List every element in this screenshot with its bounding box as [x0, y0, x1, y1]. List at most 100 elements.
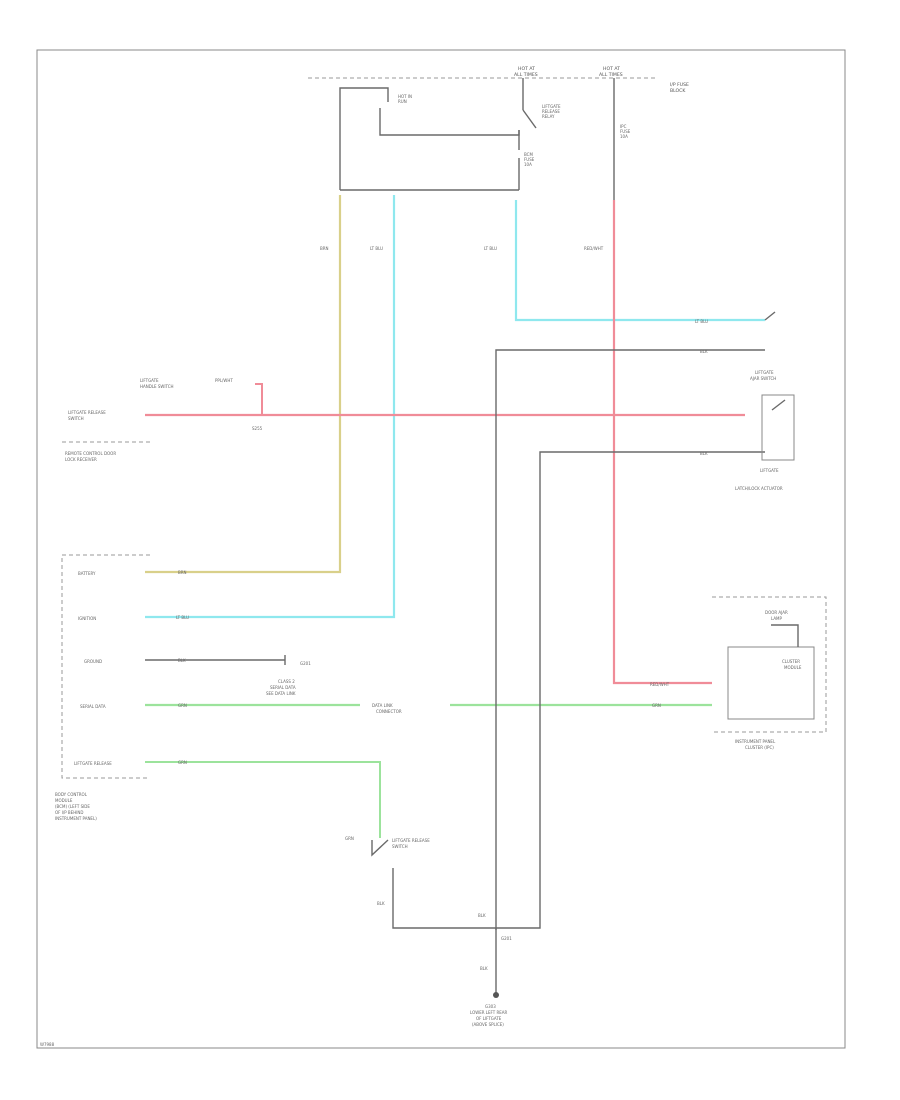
liftgate-actuator-box: [761, 394, 795, 461]
label-hot-3: HOT AT: [603, 66, 620, 72]
bcm-ground-g: G201: [300, 661, 311, 666]
ajar-switch-contact: [764, 311, 776, 321]
bcm-box-dashed: [61, 554, 150, 779]
bcm-label-2: MODULE: [55, 798, 73, 803]
bcm-wire-bat: BRN: [178, 570, 187, 575]
wire-label-blk-right: BLK: [700, 349, 708, 354]
rcdlr-label-2: LOCK RECEIVER: [65, 457, 97, 462]
hot-run-label-1: HOT IN: [398, 94, 412, 99]
fuse-b-label-3: 10A: [620, 134, 628, 139]
ground-wire-label: BLK: [480, 966, 488, 971]
liftgate-release-sw-label-1: LIFTGATE RELEASE: [68, 410, 106, 415]
bcm-pin-battery: BATTERY: [78, 571, 96, 576]
liftgate-ajar-label-1: LIFTGATE: [755, 370, 774, 375]
fuse-a-label-2: FUSE: [524, 157, 535, 162]
liftgate-lock-label-1: LIFTGATE: [760, 468, 779, 473]
wire-ltblu-ajar: [514, 200, 765, 322]
ground-label-1: G303: [485, 1004, 496, 1009]
fuse-b-label-1: IPC: [620, 124, 627, 129]
label-fuse-block-1: I/P FUSE: [670, 82, 689, 88]
relay-label-1: LIFTGATE: [542, 104, 561, 109]
bcm-pin-liftgate: LIFTGATE RELEASE: [74, 761, 112, 766]
wire-blk-release-sw: [392, 868, 496, 929]
serial-data-label-2: SERIAL DATA: [270, 685, 296, 690]
actuator-contact: [771, 399, 786, 411]
ipc-inner-1: CLUSTER: [782, 659, 800, 664]
wire-relay-coil: [379, 108, 520, 136]
wire-blk-handle: [495, 349, 765, 930]
liftgate-handle-label-2: HANDLE SWITCH: [140, 384, 174, 389]
redwht-ipc-label: RED/WHT: [650, 682, 670, 687]
wire-label-ltblu-1: LT BLU: [370, 246, 383, 251]
gnd-num-label: G201: [501, 936, 512, 941]
wire-label-brn: BRN: [320, 246, 329, 251]
wire-blk-actuator: [496, 451, 765, 929]
fuse-a-label-3: 10A: [524, 162, 532, 167]
label-hot-1: HOT AT: [518, 66, 535, 72]
diagram-frame: [36, 49, 846, 1049]
ground-symbol: [493, 992, 499, 998]
wire-redwht-ipc: [612, 200, 712, 685]
wire-label-ltblu-right: LT BLU: [695, 319, 708, 324]
wire-label-redwht: RED/WHT: [584, 246, 604, 251]
ground-label-2: LOWER LEFT REAR: [470, 1010, 508, 1015]
bcm-pin-ignition: IGNITION: [78, 616, 96, 621]
wire-grn-liftgate: [145, 761, 381, 838]
bcm-label-4: OF I/P BEHIND: [55, 810, 83, 815]
bcm-wire-gnd: BLK: [178, 658, 186, 663]
ipc-inner-2: MODULE: [784, 665, 802, 670]
wire-fuse-block-left: [339, 87, 389, 190]
bcm-pin-serial: SERIAL DATA: [80, 704, 106, 709]
fuse-b-label-2: FUSE: [620, 129, 631, 134]
relay-contact: [522, 109, 537, 129]
rcdlr-label-1: REMOTE CONTROL DOOR: [65, 451, 116, 456]
bcm-pin-ground: GROUND: [84, 659, 102, 664]
ipc-box-dashed: [712, 596, 827, 733]
release-switch-body: [371, 839, 389, 857]
bcm-wire-lift: GRN: [178, 760, 187, 765]
wire-label-ltblu-2: LT BLU: [484, 246, 497, 251]
ipc-label-1: INSTRUMENT PANEL: [735, 739, 776, 744]
fuse-a-label-1: BCM: [524, 152, 533, 157]
ground-label-3: OF LIFTGATE: [476, 1016, 502, 1021]
ground-wire-label-2: BLK: [478, 913, 486, 918]
wire-ltblu-ignition: [145, 195, 396, 619]
liftgate-ajar-label-2: AJAR SWITCH: [750, 376, 776, 381]
bcm-wire-ign: LT BLU: [176, 615, 189, 620]
ground-label-4: (ABOVE SPLICE): [472, 1022, 504, 1027]
dlc-label-1: DATA LINK: [372, 703, 393, 708]
wire-label-blk-right2: BLK: [700, 451, 708, 456]
release-sw-label-2: SWITCH: [392, 844, 408, 849]
label-fuse-block-2: BLOCK: [670, 88, 686, 94]
grn-wire-label: GRN: [652, 703, 661, 708]
ipc-door-ajar-2: LAMP: [771, 616, 783, 621]
release-sw-label-1: LIFTGATE RELEASE: [392, 838, 430, 843]
label-hot-4: ALL TIMES: [599, 72, 623, 78]
liftgate-lock-label-2: LATCH/LOCK ACTUATOR: [735, 486, 783, 491]
relay-label-3: RELAY: [542, 114, 555, 119]
ipc-door-ajar-1: DOOR AJAR: [765, 610, 788, 615]
dlc-label-2: CONNECTOR: [376, 709, 402, 714]
relay-label-2: RELEASE: [542, 109, 560, 114]
bcm-label-5: INSTRUMENT PANEL): [55, 816, 97, 821]
liftgate-release-sw-label-2: SWITCH: [68, 416, 84, 421]
release-blk-label: BLK: [377, 901, 385, 906]
splice-label: S255: [252, 426, 263, 431]
wire-ppl-handle: [255, 383, 263, 415]
ipc-inner-box: [727, 646, 815, 720]
serial-data-label-1: CLASS 2: [278, 679, 295, 684]
ppl-wht-label: PPL/WHT: [215, 378, 233, 383]
ipc-label-2: CLUSTER (IPC): [745, 745, 774, 750]
bcm-label-1: BODY CONTROL: [55, 792, 88, 797]
ipc-lamp-wire: [771, 624, 799, 647]
bcm-label-3: (BCM) (LEFT SIDE: [55, 804, 90, 809]
hot-run-label-2: RUN: [398, 99, 407, 104]
bcm-wire-ser: GRN: [178, 703, 187, 708]
wire-brn-battery: [145, 195, 342, 574]
serial-data-label-3: SEE DATA LINK: [266, 691, 296, 696]
release-grn-label: GRN: [345, 836, 354, 841]
liftgate-handle-label-1: LIFTGATE: [140, 378, 159, 383]
label-hot-2: ALL TIMES: [514, 72, 538, 78]
